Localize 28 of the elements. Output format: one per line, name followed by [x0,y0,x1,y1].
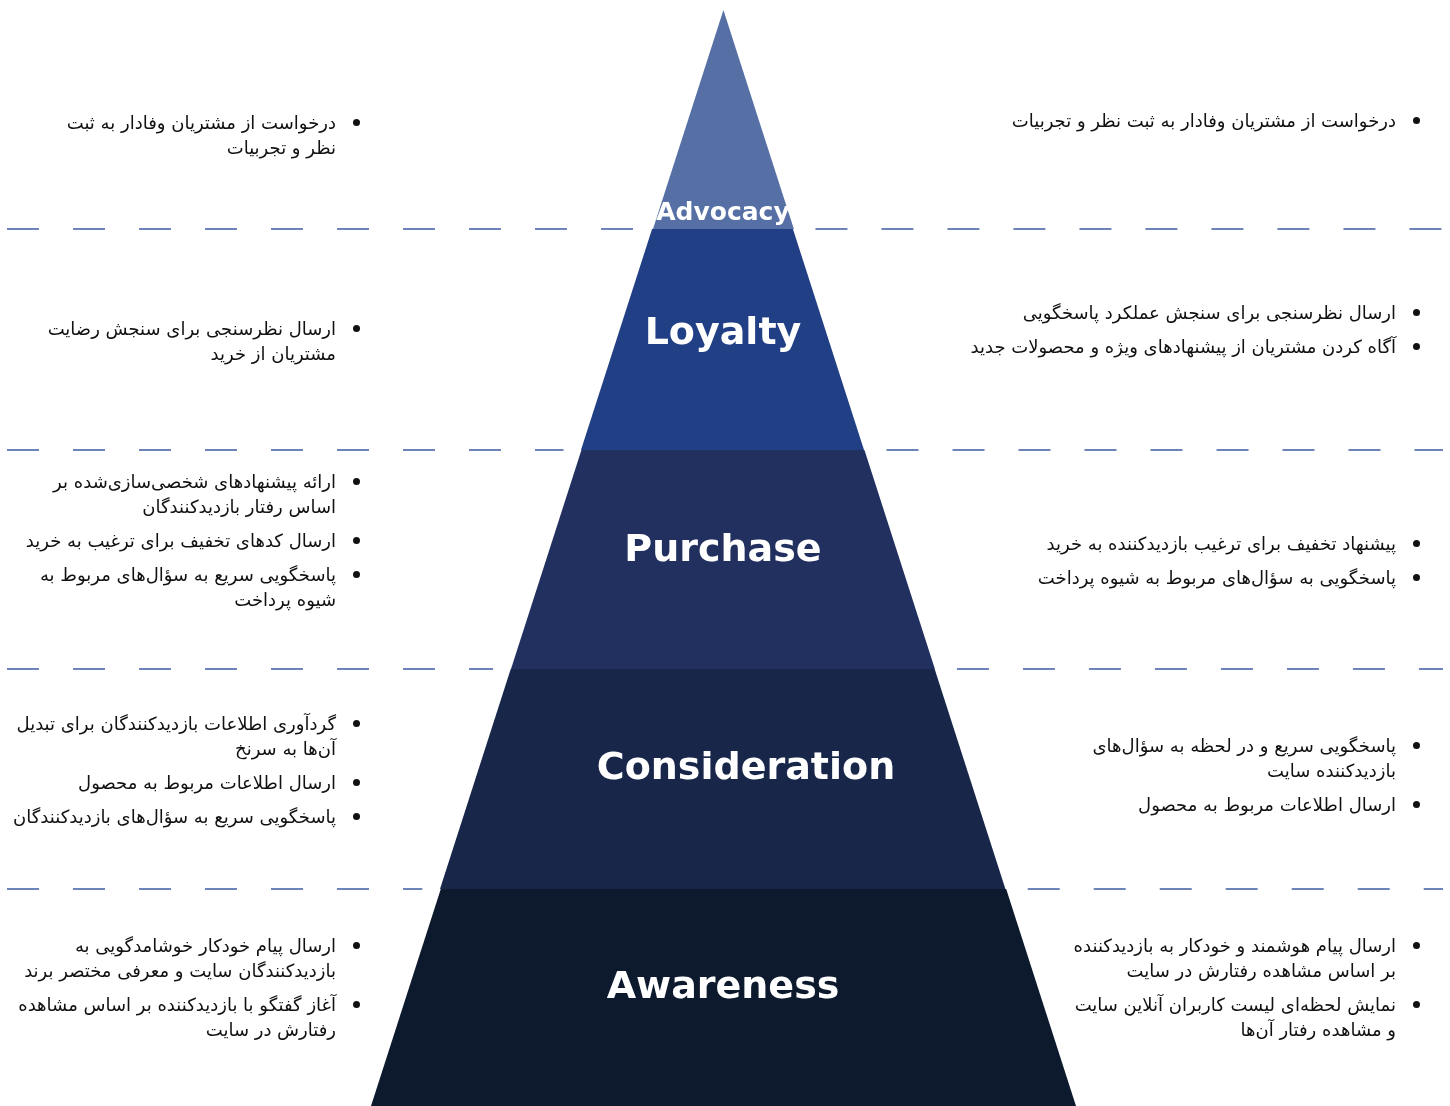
bullet-item: ارسال اطلاعات مربوط به محصول [1010,792,1422,817]
bullet-item: ارسال نظرسنجی برای سنجش رضایت مشتریان از خرید [5,316,362,366]
tier-label: Purchase [624,526,822,570]
bullet-item: پاسخگویی سریع و در لحظه به سؤال‌های بازدیدکننده سایت [1010,733,1422,783]
bullet-item: ارسال نظرسنجی برای سنجش عملکرد پاسخگویی [925,300,1422,325]
bullet-item: ارسال اطلاعات مربوط به محصول [5,770,362,795]
bullet-item: نمایش لحظه‌ای لیست کاربران آنلاین سایت و مشاهده رفتار آن‌ها [1070,992,1422,1042]
bullet-item: آغاز گفتگو با بازدیدکننده بر اساس مشاهده رفتارش در سایت [10,992,362,1042]
bullet-item: آگاه کردن مشتریان از پیشنهادهای ویژه و محصولات جدید [925,334,1422,359]
bullet-item: پاسخگویی سریع به سؤال‌های بازدیدکنندگان [5,804,362,829]
bullet-item: گردآوری اطلاعات بازدیدکنندگان برای تبدیل آن‌ها به سرنخ [5,711,362,761]
bullet-item: پیشنهاد تخفیف برای ترغیب بازدیدکننده به خرید [945,531,1422,556]
bullet-item: درخواست از مشتریان وفادار به ثبت نظر و تجربیات [940,108,1422,133]
pyramid-tier [511,450,935,669]
bullet-item: پاسخگویی سریع به سؤال‌های مربوط به شیوه پرداخت [5,562,362,612]
pyramid-tier [652,10,794,229]
bullet-item: درخواست از مشتریان وفادار به ثبت نظر و تجربیات [40,110,362,160]
bullet-item: ارسال پیام خودکار خوشامدگویی به بازدیدکنندگان سایت و معرفی مختصر برند [10,933,362,983]
pyramid-tier [440,669,1006,889]
bullet-item: پاسخگویی به سؤال‌های مربوط به شیوه پرداخت [945,565,1422,590]
bullet-item: ارسال کدهای تخفیف برای ترغیب به خرید [5,528,362,553]
bullet-item: ارائه پیشنهادهای شخصی‌سازی‌شده بر اساس رفتار بازدیدکنندگان [5,469,362,519]
tier-label: Loyalty [644,309,802,353]
bullet-item: ارسال پیام هوشمند و خودکار به بازدیدکننده بر اساس مشاهده رفتارش در سایت [1070,933,1422,983]
pyramid-tier [581,229,865,450]
pyramid-tier [370,889,1076,1106]
tier-label: Awareness [606,963,840,1007]
tier-label: Consideration [596,744,896,788]
